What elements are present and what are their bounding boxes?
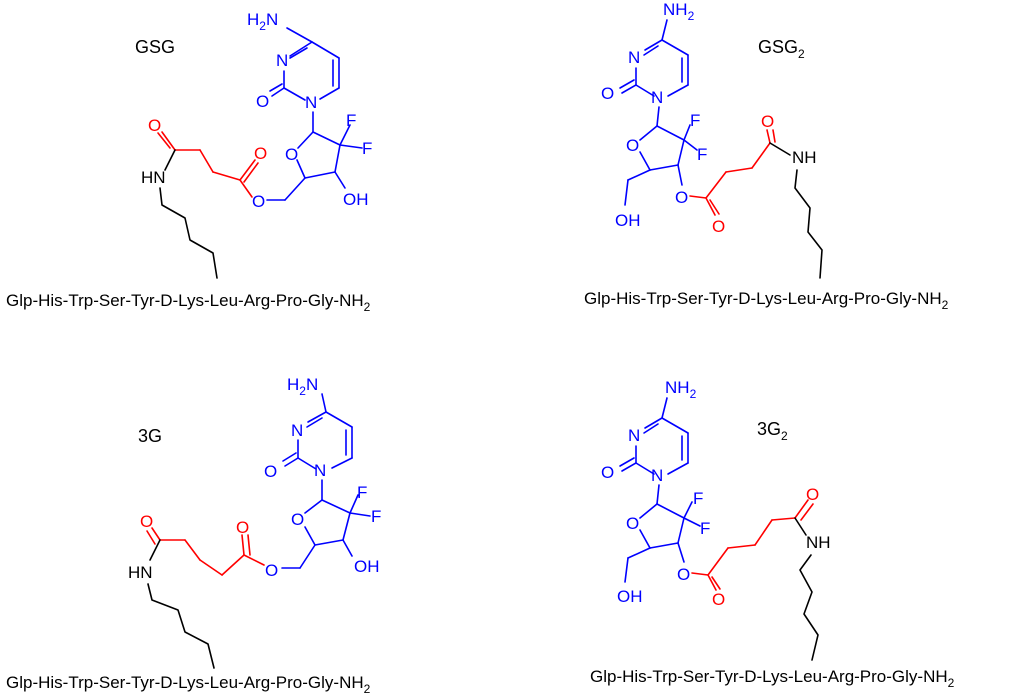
- sugar-ring: O F F OH O: [615, 106, 707, 230]
- atom-label-f: F: [690, 111, 700, 130]
- atom-label-o: O: [712, 217, 725, 236]
- atom-label-n: NH2: [663, 0, 695, 23]
- atom-label-oh: OH: [617, 587, 643, 606]
- atom-label-o: O: [677, 565, 690, 584]
- atom-label-o: O: [626, 514, 639, 533]
- atom-label-o: O: [806, 485, 819, 504]
- atom-label-f: F: [697, 145, 707, 164]
- glutaryl-linker: O O: [140, 512, 265, 576]
- atom-label-nh: NH: [792, 148, 817, 167]
- atom-label-o: O: [626, 136, 639, 155]
- atom-label-o: O: [256, 92, 269, 111]
- atom-label-n: N: [276, 51, 288, 70]
- atom-label-f: F: [371, 507, 381, 526]
- atom-label-f: F: [346, 111, 356, 130]
- atom-label-o: O: [140, 512, 153, 531]
- atom-label-h: H2N: [247, 10, 278, 33]
- atom-label-n: N: [314, 461, 326, 480]
- atom-label-hn: HN: [141, 168, 166, 187]
- atom-label-o: O: [252, 192, 265, 211]
- atom-label-f: F: [362, 139, 372, 158]
- sugar-ring: O F F OH O: [265, 479, 381, 580]
- panel-gsg: GSG H2N N O N O: [6, 10, 372, 314]
- lysine-chain: NH: [799, 533, 831, 661]
- atom-label-n: N: [291, 421, 303, 440]
- panel-gsg2: GSG2 NH2 N O N O F: [584, 0, 949, 312]
- succinyl-linker: O O: [148, 116, 267, 198]
- atom-label-o: O: [601, 463, 614, 482]
- atom-label-nh: NH: [806, 533, 831, 552]
- atom-label-f: F: [357, 483, 367, 502]
- atom-label-h: H2N: [287, 375, 318, 398]
- panel-3g: 3G H2N N O N O F: [6, 375, 381, 695]
- sugar-ring: O F F OH O: [252, 111, 372, 211]
- lysine-chain: HN: [128, 563, 215, 669]
- peptide-sequence: Glp-His-Trp-Ser-Tyr-D-Lys-Leu-Arg-Pro-Gl…: [584, 289, 949, 312]
- cytosine-ring: H2N N O N: [264, 375, 353, 481]
- lysine-chain: HN: [141, 168, 218, 279]
- atom-label-n: N: [651, 466, 663, 485]
- panel-3g2: 3G2 NH2 N O N O F: [590, 378, 955, 690]
- atom-label-n: N: [628, 48, 640, 67]
- atom-label-oh: OH: [354, 557, 380, 576]
- peptide-sequence: Glp-His-Trp-Ser-Tyr-D-Lys-Leu-Arg-Pro-Gl…: [590, 667, 955, 690]
- panel-title: 3G: [138, 426, 162, 446]
- lysine-chain: NH: [792, 148, 823, 279]
- atom-label-o: O: [761, 112, 774, 131]
- atom-label-o: O: [264, 462, 277, 481]
- atom-label-o: O: [254, 144, 267, 163]
- atom-label-o: O: [675, 188, 688, 207]
- atom-label-n: N: [651, 88, 663, 107]
- peptide-sequence: Glp-His-Trp-Ser-Tyr-D-Lys-Leu-Arg-Pro-Gl…: [6, 673, 371, 695]
- cytosine-ring: NH2 N O N: [601, 0, 695, 107]
- atom-label-n: NH2: [665, 378, 697, 401]
- peptide-sequence: Glp-His-Trp-Ser-Tyr-D-Lys-Leu-Arg-Pro-Gl…: [6, 291, 371, 314]
- glutaryl-linker: O O: [691, 485, 819, 609]
- atom-label-n: N: [305, 93, 317, 112]
- atom-label-o: O: [285, 145, 298, 164]
- cytosine-ring: H2N N O N: [247, 10, 340, 112]
- atom-label-oh: OH: [615, 211, 641, 230]
- atom-label-n: N: [628, 426, 640, 445]
- panel-title: GSG: [135, 37, 175, 57]
- panel-title: 3G2: [757, 419, 788, 443]
- atom-label-o: O: [712, 590, 725, 609]
- atom-label-o: O: [148, 116, 161, 135]
- atom-label-o: O: [236, 518, 249, 537]
- atom-label-o: O: [291, 510, 304, 529]
- atom-label-hn: HN: [128, 563, 153, 582]
- atom-label-o: O: [265, 561, 278, 580]
- atom-label-o: O: [601, 84, 614, 103]
- cytosine-ring: NH2 N O N: [601, 378, 697, 485]
- atom-label-f: F: [693, 489, 703, 508]
- atom-label-f: F: [700, 519, 710, 538]
- atom-label-oh: OH: [343, 190, 369, 209]
- succinyl-linker: O O: [689, 112, 791, 236]
- sugar-ring: O F F OH O: [617, 484, 710, 606]
- panel-title: GSG2: [758, 37, 805, 61]
